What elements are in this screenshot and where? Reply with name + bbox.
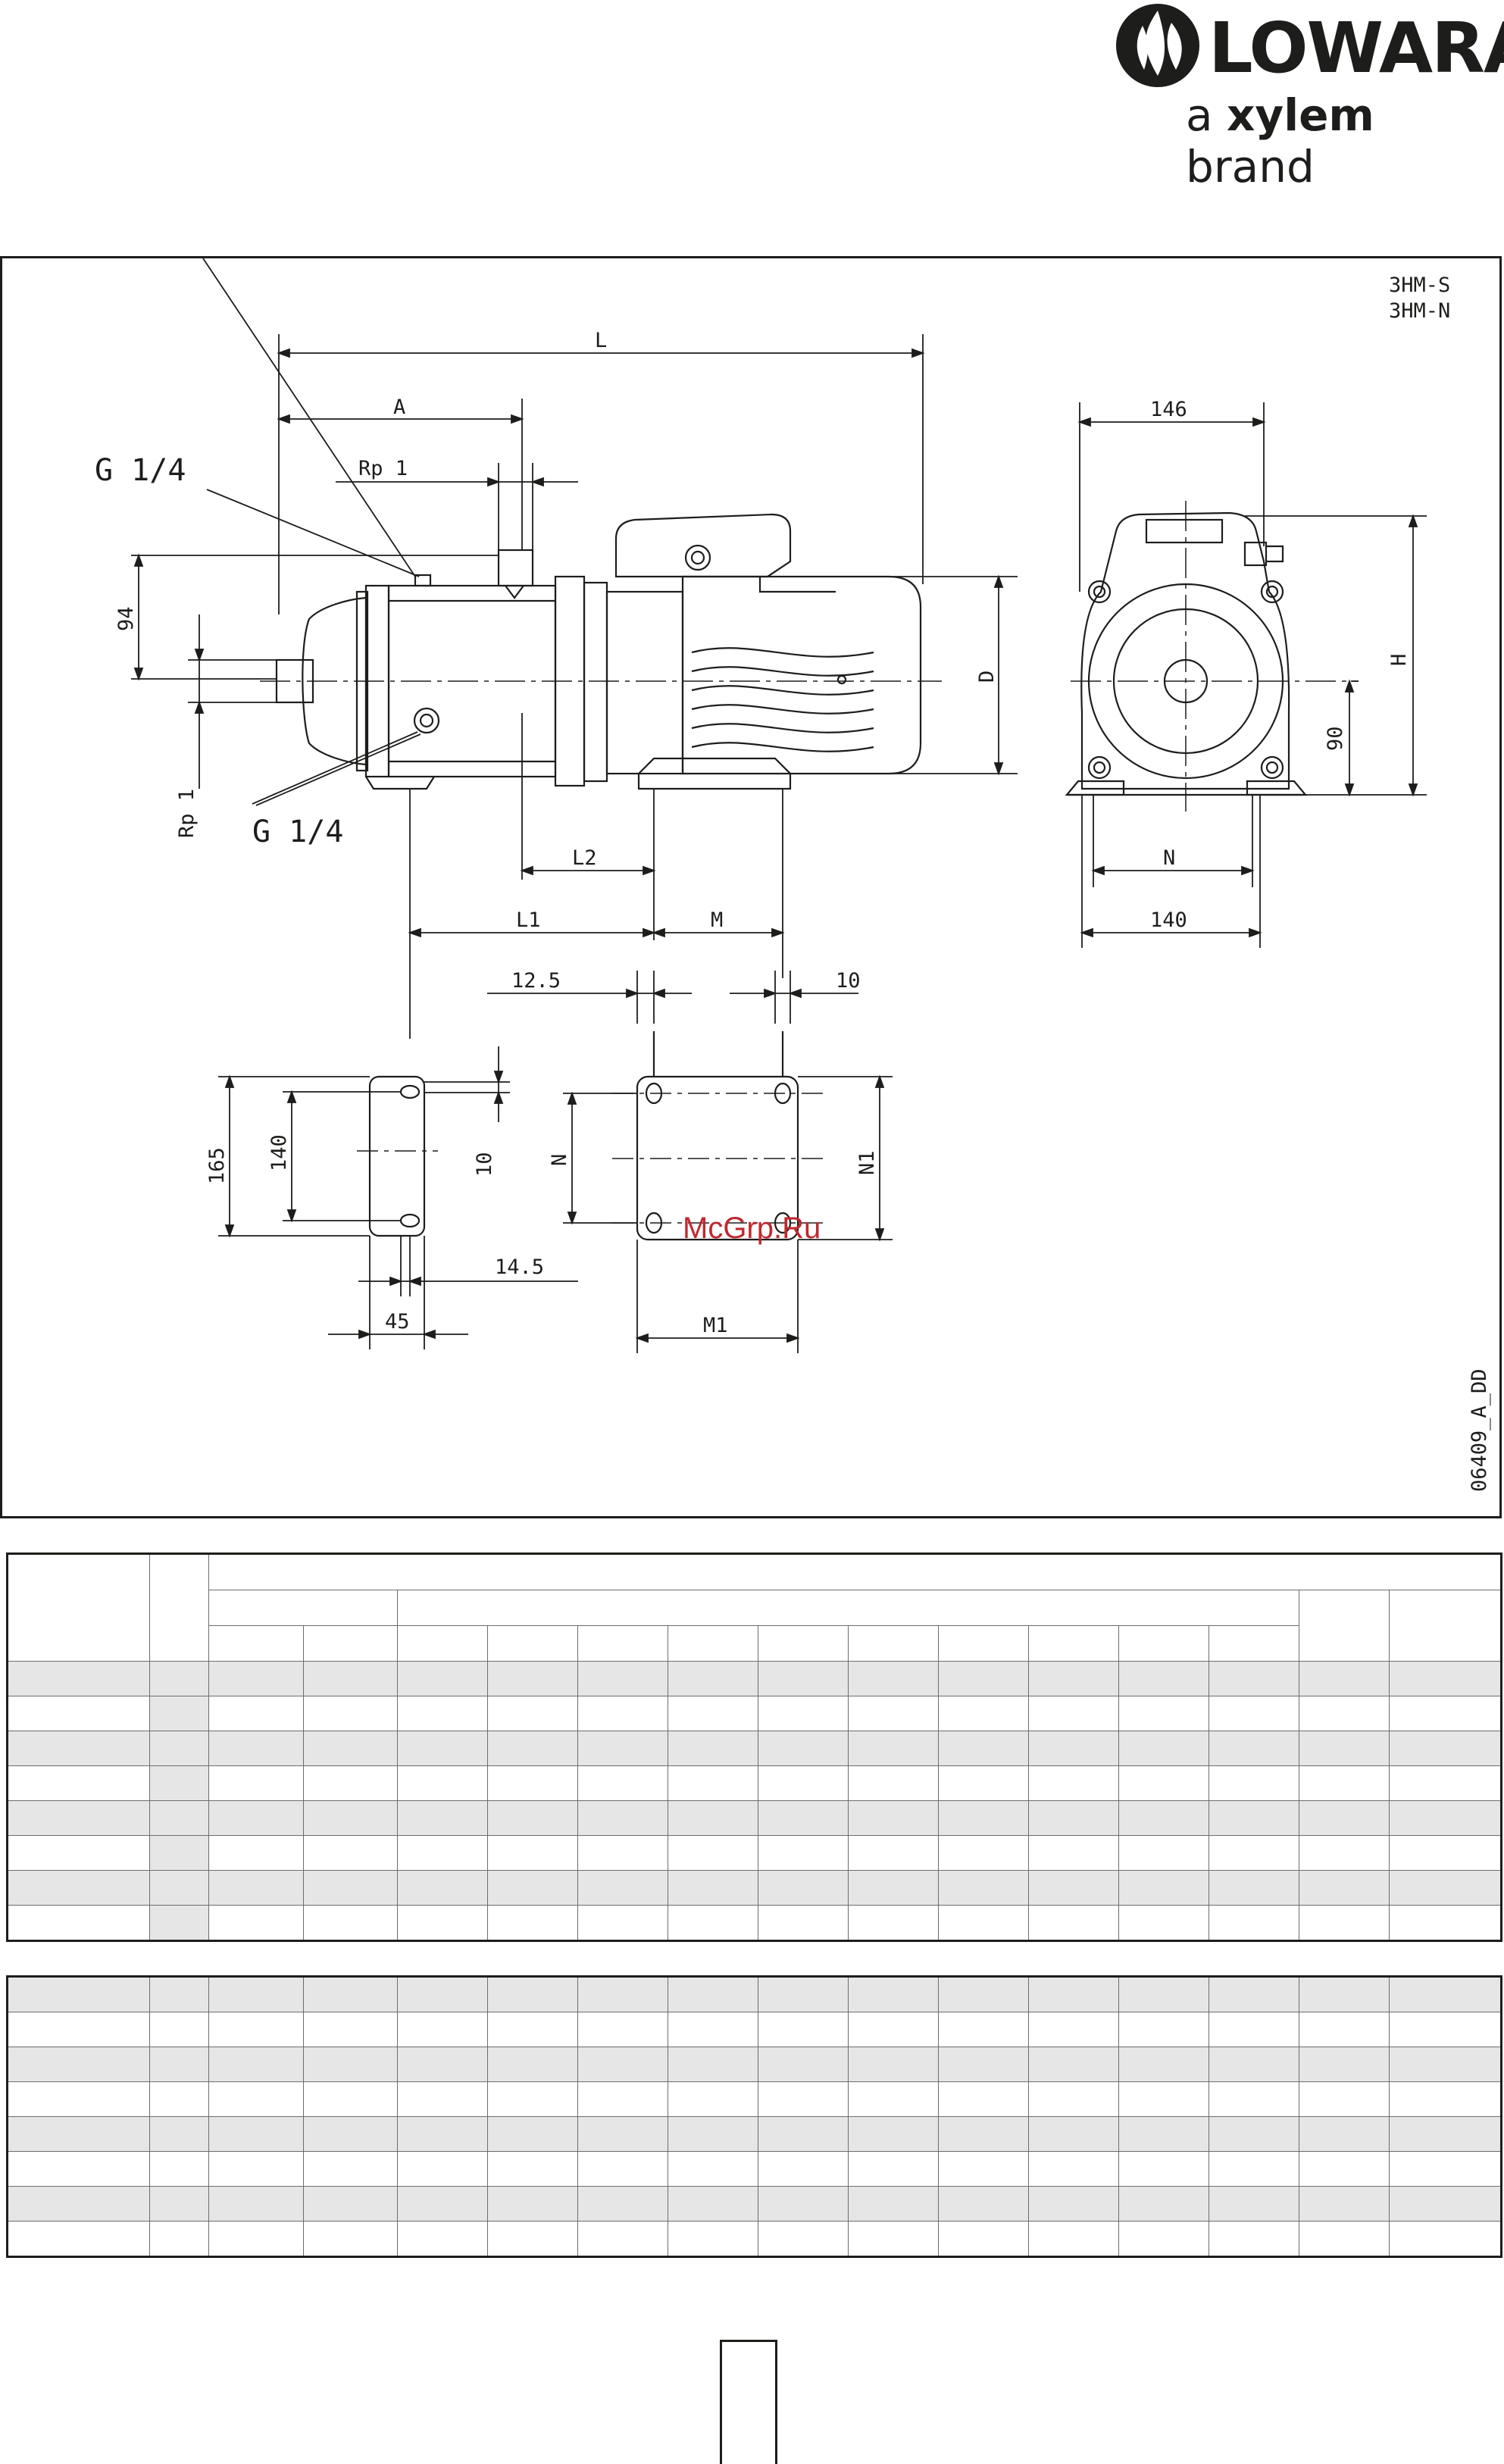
table-header-row (8, 1625, 1502, 1662)
pump-front-view (1065, 501, 1359, 811)
table-row (7, 2081, 1502, 2117)
dim-g14-top: G 1/4 (95, 453, 186, 488)
watermark: McGrp.Ru (683, 1212, 821, 1245)
dim-10-foot: 10 (473, 1152, 496, 1177)
side-dimensions (131, 258, 1018, 1039)
dim-N-base: N (548, 1154, 571, 1166)
table-row (7, 2151, 1502, 2187)
table-row (7, 2186, 1502, 2222)
table-row (7, 1870, 1502, 1906)
dim-94: 94 (114, 606, 138, 631)
table-row (7, 2012, 1502, 2047)
dim-H: H (1387, 654, 1411, 666)
dimensions-table (6, 1553, 1503, 1942)
table-row (7, 1696, 1502, 1731)
table-row (7, 1976, 1502, 2012)
brand-name: LOWARA (1209, 8, 1504, 89)
foot-dimensions (218, 1046, 578, 1349)
table-row (7, 2221, 1502, 2257)
dim-g14-bottom: G 1/4 (252, 815, 343, 849)
dim-M: M (711, 908, 723, 932)
lowara-drop-icon (1116, 4, 1199, 87)
dim-rp1-left: Rp 1 (175, 789, 199, 838)
brand-logo: LOWARA a xylem brand (1106, 0, 1504, 192)
table-header-row (7, 1553, 1502, 1662)
dim-14-5: 14.5 (495, 1255, 544, 1279)
table-row (7, 1835, 1502, 1871)
front-dimensions (1077, 402, 1427, 948)
model-code-n: 3HM-N (1389, 299, 1450, 323)
dim-A: A (393, 396, 405, 419)
table-row (7, 1765, 1502, 1801)
brand-tagline: a xylem brand (1186, 89, 1374, 192)
dim-L2: L2 (572, 846, 597, 870)
dimension-drawing: 3HM-S 3HM-N (0, 256, 1502, 1518)
dim-12-5: 12.5 (511, 969, 561, 993)
dim-N-side: N (1163, 846, 1175, 870)
foot-detail (357, 1075, 438, 1237)
table-row (7, 1731, 1502, 1766)
dim-N1: N1 (855, 1150, 879, 1175)
model-code-s: 3HM-S (1389, 274, 1450, 297)
dim-140-side: 140 (1150, 908, 1187, 932)
dim-45: 45 (385, 1310, 410, 1334)
page-number-box (720, 2340, 777, 2464)
base-plate-dimensions (563, 1074, 893, 1353)
dim-L: L (595, 329, 607, 352)
dim-10-right: 10 (836, 969, 861, 993)
table-row (7, 2047, 1502, 2082)
dim-165: 165 (205, 1147, 229, 1184)
pump-side-view (260, 513, 942, 790)
dim-140-foot: 140 (267, 1134, 291, 1171)
dim-D: D (975, 671, 999, 683)
table-header-row (8, 1590, 1502, 1662)
dim-M1: M1 (703, 1314, 728, 1337)
drawing-code: 06409_A_DD (1468, 1368, 1491, 1492)
dim-L1: L1 (516, 908, 541, 932)
dim-rp1-top: Rp 1 (358, 457, 408, 480)
table-row (7, 1800, 1502, 1836)
table-row (7, 2116, 1502, 2152)
base-plate-detail (612, 1031, 824, 1241)
table-row (7, 1661, 1502, 1696)
dim-90: 90 (1324, 726, 1347, 751)
dim-146: 146 (1150, 398, 1187, 421)
table-row (7, 1905, 1502, 1941)
dimensions-table-2 (6, 1975, 1502, 2258)
